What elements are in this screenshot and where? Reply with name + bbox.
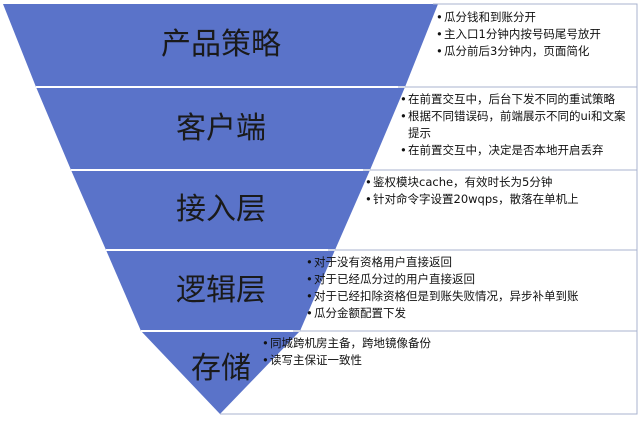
note-item: 对于已经扣除资格但是到账失败情况，异步补单到账 [306,288,634,305]
note-item: 根据不同错误码，前端展示不同的ui和文案提示 [400,108,634,142]
notes-access-layer: 鉴权模块cache，有效时长为5分钟 针对命令字设置20wqps，散落在单机上 [365,174,633,208]
funnel-layer-1 [3,4,438,87]
funnel-layer-2 [36,87,405,170]
note-boxes [220,3,638,415]
note-item: 瓜分前后3分钟内，页面简化 [436,43,634,60]
layer-title-client: 客户端 [176,111,266,146]
note-item: 针对命令字设置20wqps，散落在单机上 [365,191,633,208]
notes-client: 在前置交互中，后台下发不同的重试策略 根据不同错误码，前端展示不同的ui和文案提… [400,91,634,159]
funnel-layer-3 [71,170,370,250]
note-item: 鉴权模块cache，有效时长为5分钟 [365,174,633,191]
notes-product-strategy: 瓜分钱和到账分开 主入口1分钟内按号码尾号放开 瓜分前后3分钟内，页面简化 [436,9,634,60]
note-item: 读写主保证一致性 [262,352,622,369]
layer-title-storage: 存储 [191,351,251,386]
note-item: 瓜分钱和到账分开 [436,9,634,26]
note-item: 同城跨机房主备，跨地镜像备份 [262,335,622,352]
funnel-layer-4 [106,250,335,331]
funnel-layer-5 [141,331,300,414]
layer-title-logic-layer: 逻辑层 [176,273,266,308]
note-item: 在前置交互中，决定是否本地开启丢弃 [400,142,634,159]
note-item: 对于没有资格用户直接返回 [306,254,634,271]
layer-title-access-layer: 接入层 [176,192,266,227]
notes-storage: 同城跨机房主备，跨地镜像备份 读写主保证一致性 [262,335,622,369]
note-item: 主入口1分钟内按号码尾号放开 [436,26,634,43]
note-item: 对于已经瓜分过的用户直接返回 [306,271,634,288]
layer-title-product-strategy: 产品策略 [161,27,281,62]
note-item: 在前置交互中，后台下发不同的重试策略 [400,91,634,108]
note-item: 瓜分金额配置下发 [306,305,634,322]
notes-logic-layer: 对于没有资格用户直接返回 对于已经瓜分过的用户直接返回 对于已经扣除资格但是到账… [306,254,634,322]
layer-dividers [36,86,405,332]
